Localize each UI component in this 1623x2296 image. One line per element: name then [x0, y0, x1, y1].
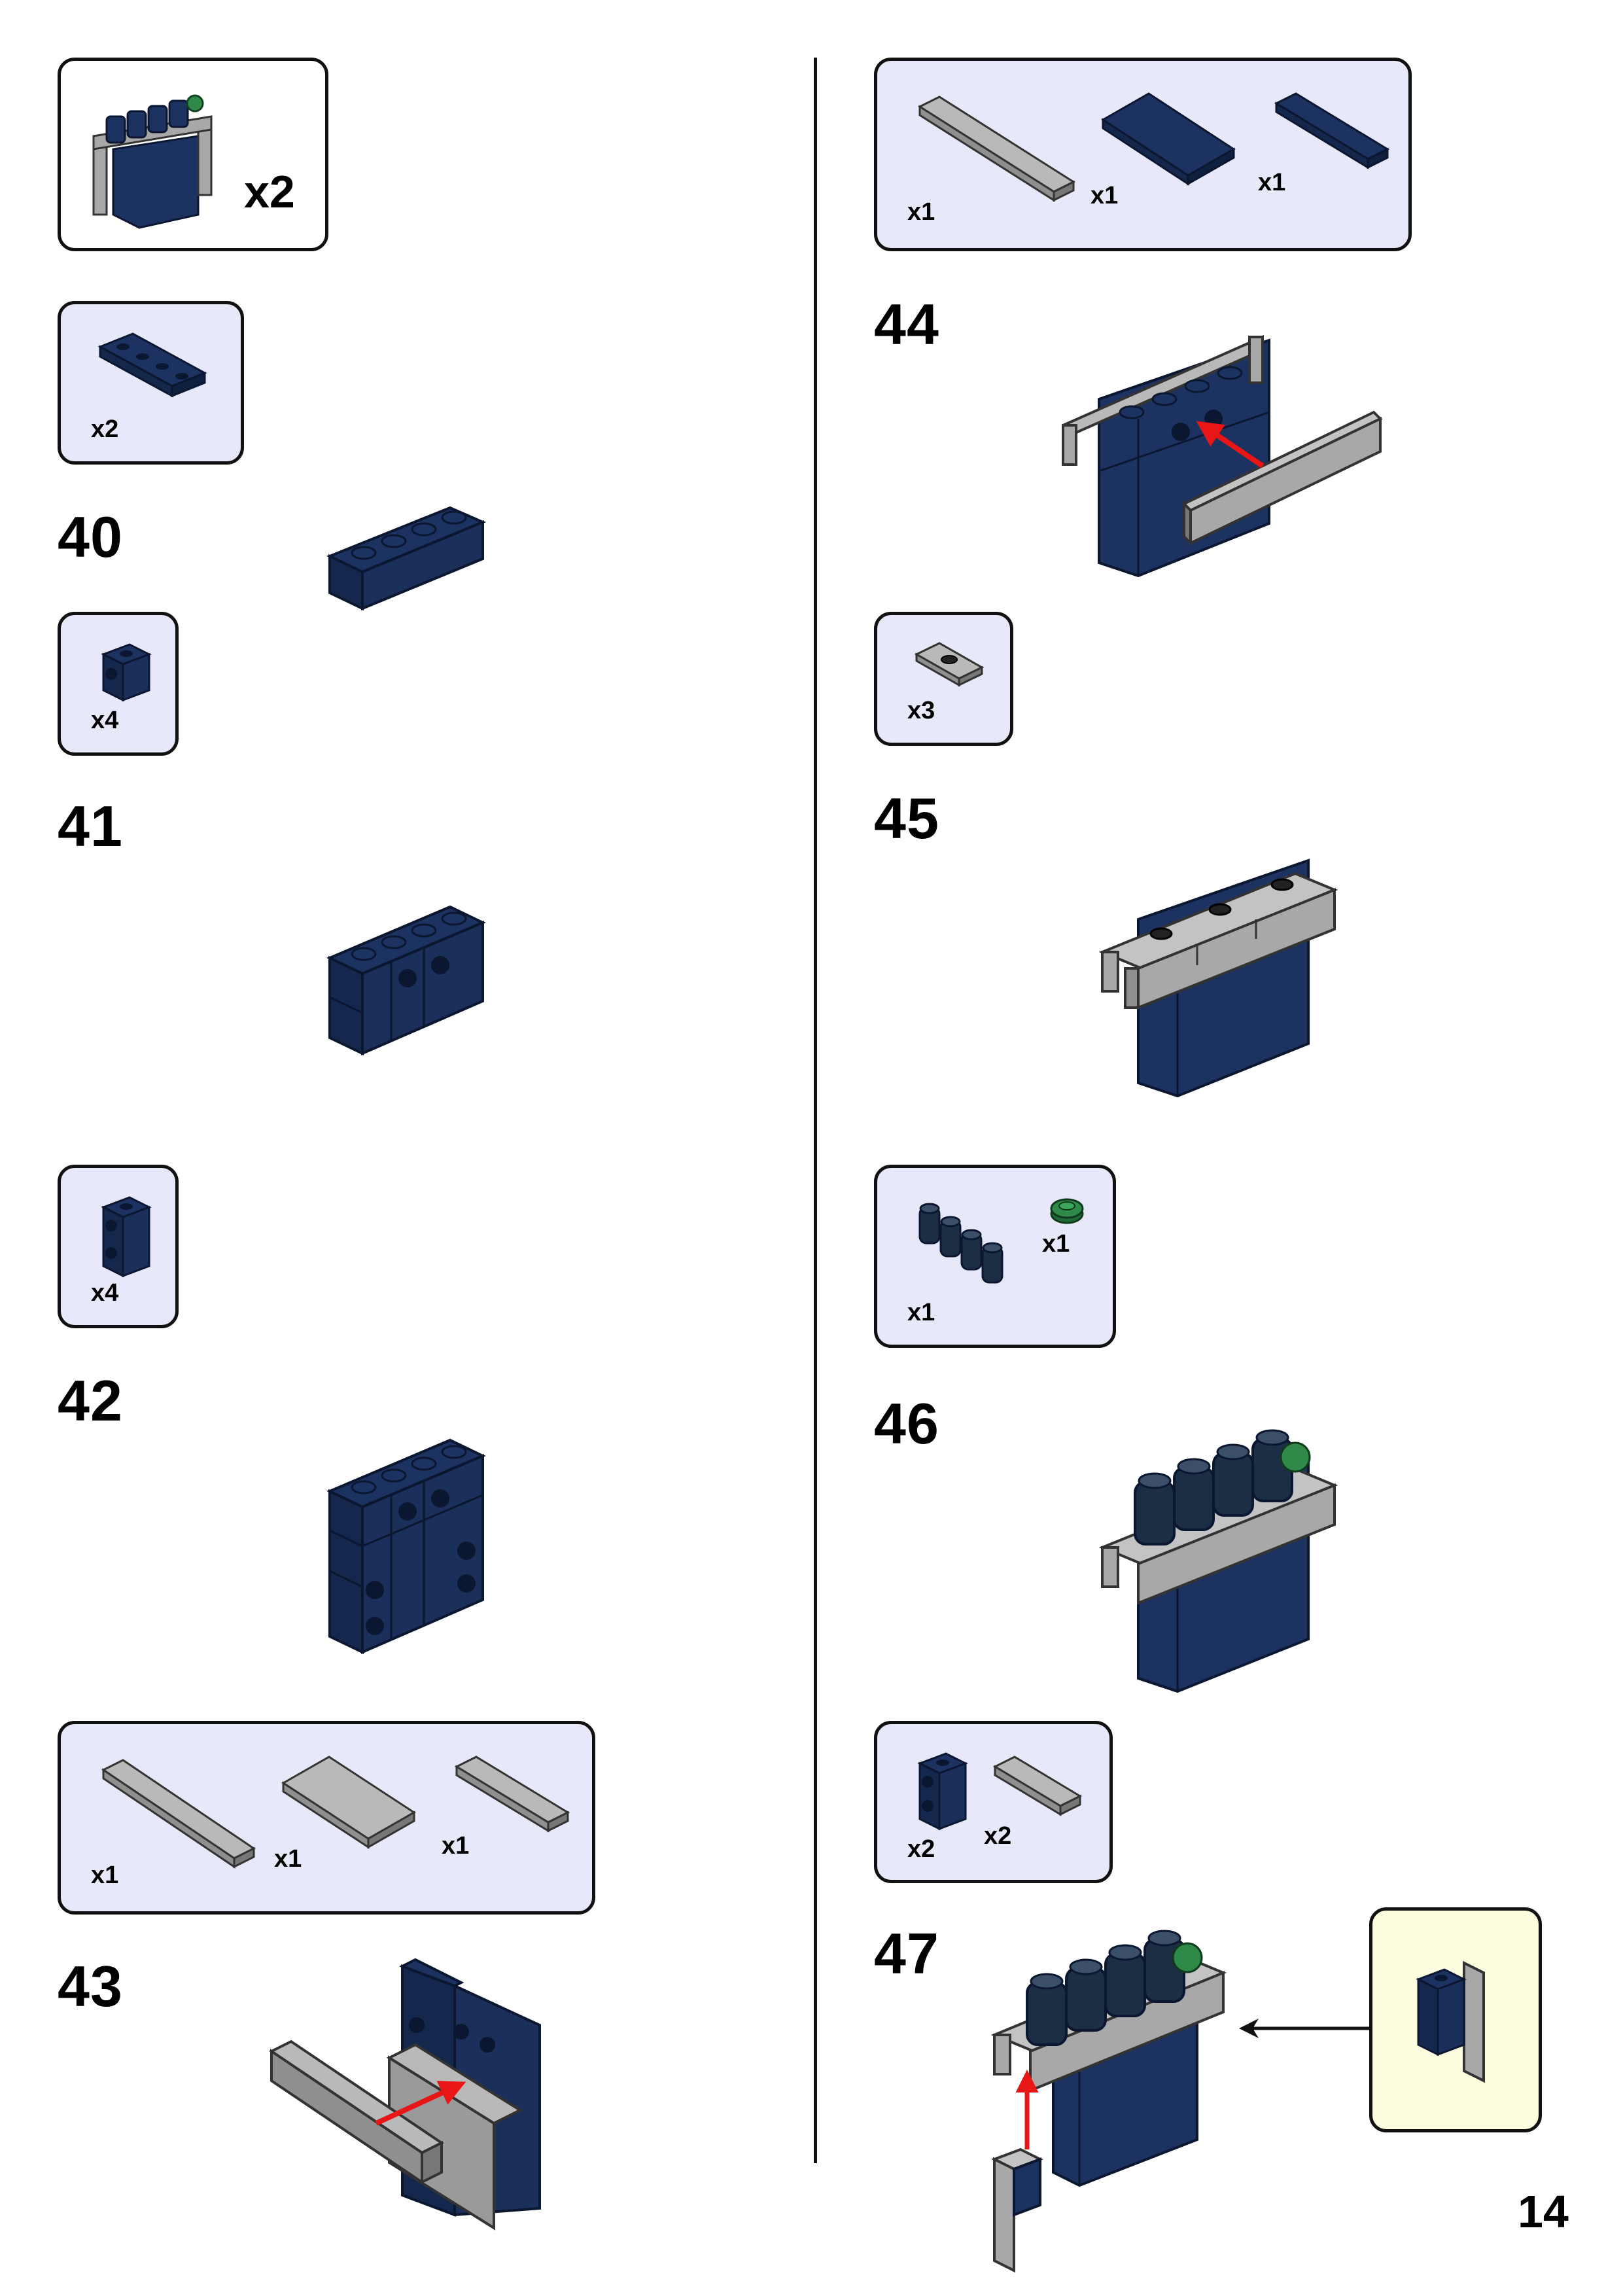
plate-1x2-jumper-light-gray-icon	[913, 638, 985, 690]
tile-1x2-light-gray-icon	[988, 1750, 1087, 1816]
tile-1x6-light-gray-icon	[913, 87, 1083, 205]
part-quantity: x1	[907, 1299, 935, 1327]
brick-1x1x2-side-studs-dark-blue-icon	[97, 1194, 156, 1286]
part-quantity: x1	[91, 1862, 118, 1890]
parts-list-step-42: x4	[58, 1165, 179, 1328]
step-number-43: 43	[58, 1953, 123, 2020]
brick-1x1x2-side-studs-dark-blue-icon	[913, 1750, 972, 1835]
tile-1x4-light-gray-icon	[450, 1750, 574, 1835]
part-quantity: x1	[1091, 182, 1118, 210]
part-quantity: x3	[907, 697, 935, 725]
column-divider	[814, 58, 817, 2163]
part-quantity: x4	[91, 707, 118, 735]
step-46-model-image	[1099, 1417, 1348, 1698]
step-number-42: 42	[58, 1368, 123, 1434]
brick-1x4-curved-top-dark-blue-icon	[913, 1194, 1024, 1299]
tile-2x4-light-gray-icon	[277, 1750, 421, 1848]
parts-list-step-43: x1 x1 x1	[58, 1721, 595, 1915]
step-number-45: 45	[874, 785, 939, 852]
step-number-44: 44	[874, 291, 939, 358]
step-47-model-image	[981, 1924, 1243, 2277]
parts-list-step-41: x4	[58, 612, 179, 756]
part-quantity: x1	[907, 198, 935, 226]
tile-1x4-dark-blue-icon	[1270, 87, 1394, 172]
tile-2x4-dark-blue-icon	[1096, 87, 1240, 185]
parts-list-step-44: x1 x1 x1	[874, 58, 1412, 251]
part-quantity: x4	[91, 1279, 118, 1307]
plate-1x4-dark-blue-icon	[94, 327, 211, 406]
brick-1x1-side-stud-dark-blue-icon	[97, 641, 156, 707]
part-quantity: x1	[1042, 1230, 1070, 1258]
subassembly-model-image	[87, 90, 237, 241]
step-number-41: 41	[58, 793, 123, 860]
page-number: 14	[1518, 2185, 1569, 2238]
parts-list-step-46: x1 x1	[874, 1165, 1116, 1348]
part-quantity: x2	[907, 1835, 935, 1863]
step-number-40: 40	[58, 504, 123, 571]
parts-list-step-45: x3	[874, 612, 1013, 746]
step-number-47: 47	[874, 1920, 939, 1987]
step-41-model-image	[326, 903, 489, 1060]
callout-pointer-arrow	[1236, 2009, 1374, 2048]
parts-list-step-40: x2	[58, 301, 244, 465]
part-quantity: x1	[442, 1832, 469, 1860]
callout-subassembly-step-47	[1369, 1907, 1542, 2132]
step-45-model-image	[1099, 847, 1348, 1103]
tile-1x6-light-gray-icon	[97, 1750, 260, 1868]
part-quantity: x2	[984, 1822, 1011, 1850]
subassembly-quantity: x2	[244, 166, 295, 218]
part-quantity: x1	[274, 1845, 302, 1873]
callout-subassembly-image	[1412, 1956, 1497, 2087]
round-plate-1x1-green-icon	[1047, 1194, 1087, 1227]
step-number-46: 46	[874, 1390, 939, 1457]
subassembly-callout: x2	[58, 58, 328, 251]
step-44-model-image	[1060, 327, 1387, 582]
part-quantity: x2	[91, 415, 118, 444]
part-quantity: x1	[1258, 169, 1285, 197]
step-43-model-image	[265, 1953, 553, 2228]
parts-list-step-47: x2 x2	[874, 1721, 1113, 1883]
step-42-model-image	[326, 1436, 489, 1659]
step-40-model-image	[326, 504, 489, 622]
